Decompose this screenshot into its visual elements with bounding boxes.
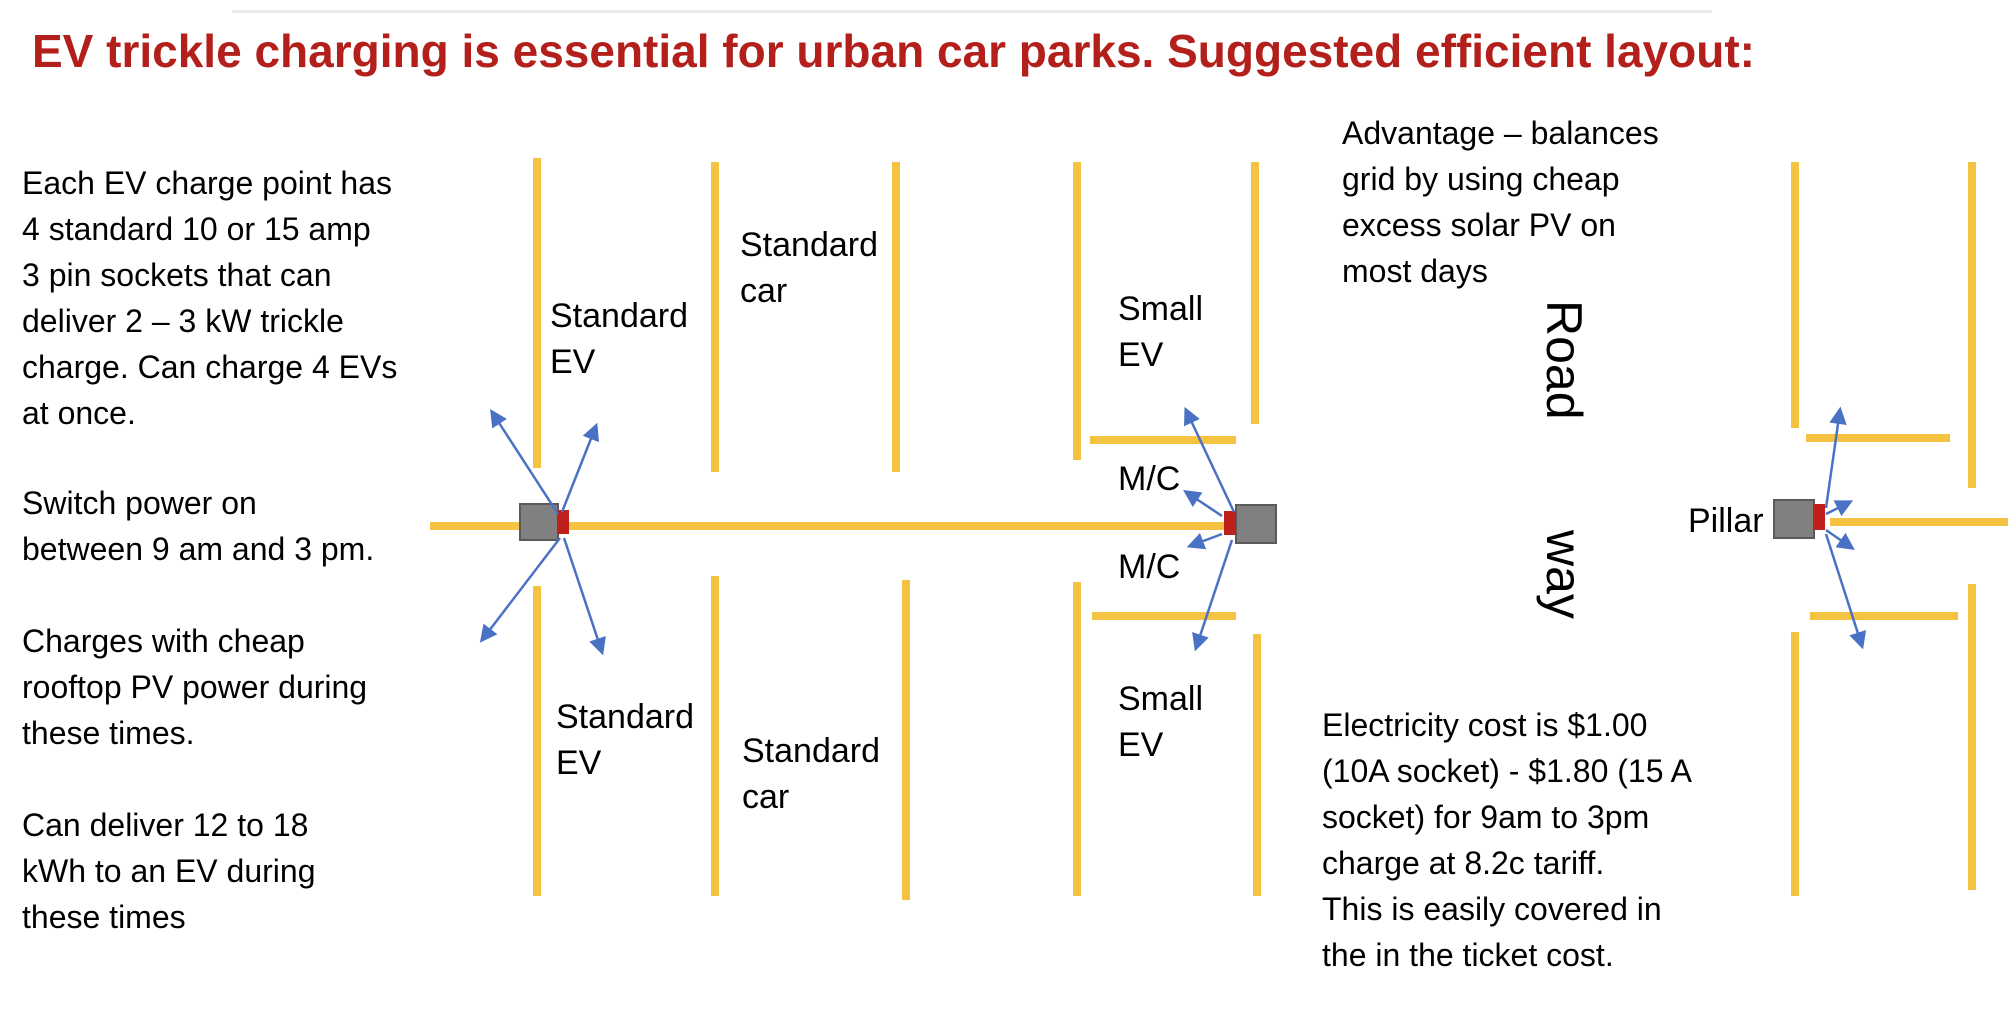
switch-power-text: Switch power on between 9 am and 3 pm. bbox=[22, 485, 375, 567]
charge-point-middle bbox=[1224, 504, 1277, 544]
top-rule bbox=[232, 10, 1712, 13]
bay-label-small-ev-bottom: Small EV bbox=[1118, 680, 1204, 764]
electricity-cost-text: Electricity cost is $1.00 (10A socket) -… bbox=[1322, 707, 1692, 973]
roadway-label-way: way bbox=[1536, 530, 1592, 619]
bay-label-mc-top: M/C bbox=[1118, 460, 1181, 498]
charge-point-description: Each EV charge point has 4 standard 10 o… bbox=[22, 165, 398, 431]
charge-point-left bbox=[519, 503, 569, 541]
page-title: EV trickle charging is essential for urb… bbox=[32, 25, 1755, 77]
bay-label-small-ev-top: Small EV bbox=[1118, 290, 1204, 374]
bay-label-standard-car-bottom: Standard car bbox=[742, 732, 880, 816]
roadway-label-road: Road bbox=[1536, 300, 1592, 420]
bay-label-standard-ev-bottom: Standard EV bbox=[556, 698, 694, 782]
bay-label-standard-ev-top: Standard EV bbox=[550, 297, 688, 381]
advantage-text: Advantage – balances grid by using cheap… bbox=[1342, 115, 1659, 289]
charge-point-pillar bbox=[1773, 499, 1825, 539]
charges-pv-text: Charges with cheap rooftop PV power duri… bbox=[22, 623, 368, 751]
bay-label-mc-bottom: M/C bbox=[1118, 548, 1181, 586]
socket-arrows-middle bbox=[1183, 406, 1236, 652]
deliver-kwh-text: Can deliver 12 to 18 kWh to an EV during… bbox=[22, 807, 316, 935]
socket-arrows-pillar bbox=[1824, 406, 1867, 650]
pillar-label: Pillar bbox=[1688, 502, 1764, 540]
socket-arrows-left bbox=[479, 409, 606, 656]
bay-label-standard-car-top: Standard car bbox=[740, 226, 878, 310]
